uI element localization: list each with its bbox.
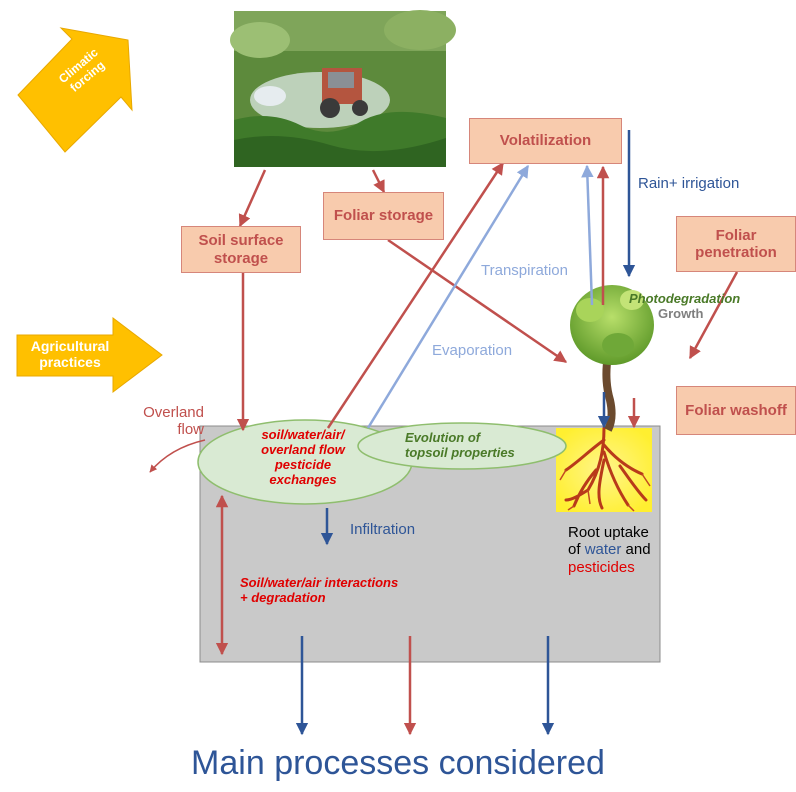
arrow-overland-flow (149, 439, 206, 473)
arrow-foliar-penetration (688, 271, 739, 360)
exchanges-label: soil/water/air/ overland flow pesticide … (261, 427, 345, 487)
arrow-photo-to-soil-storage (238, 169, 267, 228)
climatic-forcing-arrow (17, 27, 133, 153)
arrow-evaporation (366, 164, 530, 429)
overland-flow-label: Overland flow (143, 404, 204, 439)
volatilization-box: Volatilization (469, 118, 622, 164)
soil-interactions-label: Soil/water/air interactions + degradatio… (240, 575, 399, 605)
topsoil-label: Evolution of topsoil properties (405, 430, 515, 460)
growth-label: Growth (658, 306, 704, 321)
tractor-spraying-photo (230, 10, 456, 167)
root-uptake-of: of (568, 541, 581, 559)
foliar-penetration-box: Foliar penetration (676, 216, 796, 272)
agricultural-practices-label: Agricultural practices (30, 338, 110, 371)
arrow-soil-to-volatilization (326, 161, 505, 429)
soil-surface-storage-box: Soil surface storage (181, 226, 301, 273)
evaporation-label: Evaporation (432, 342, 513, 359)
transpiration-label: Transpiration (481, 262, 568, 279)
agricultural-practices-arrow (16, 316, 163, 394)
arrow-photo-to-foliar-storage (371, 169, 386, 194)
topsoil-ellipse (357, 422, 567, 470)
arrow-foliar-storage-to-plant (387, 238, 568, 364)
root-uptake-and: and (625, 541, 651, 559)
foliar-washoff-box: Foliar washoff (676, 386, 796, 435)
arrow-transpiration (581, 164, 594, 306)
root-uptake-label: Root uptake of water and pesticides (568, 524, 680, 576)
infiltration-label: Infiltration (350, 521, 416, 538)
root-uptake-pesticides: pesticides (568, 558, 635, 576)
root-system-image (556, 426, 652, 512)
foliar-storage-box: Foliar storage (323, 192, 444, 240)
diagram-title: Main processes considered (191, 744, 605, 782)
root-uptake-line1: Root uptake (568, 524, 649, 541)
photodegradation-label: Photodegradation (629, 291, 741, 306)
root-uptake-water: water (584, 541, 622, 559)
rain-irrigation-label: Rain+ irrigation (638, 175, 740, 192)
